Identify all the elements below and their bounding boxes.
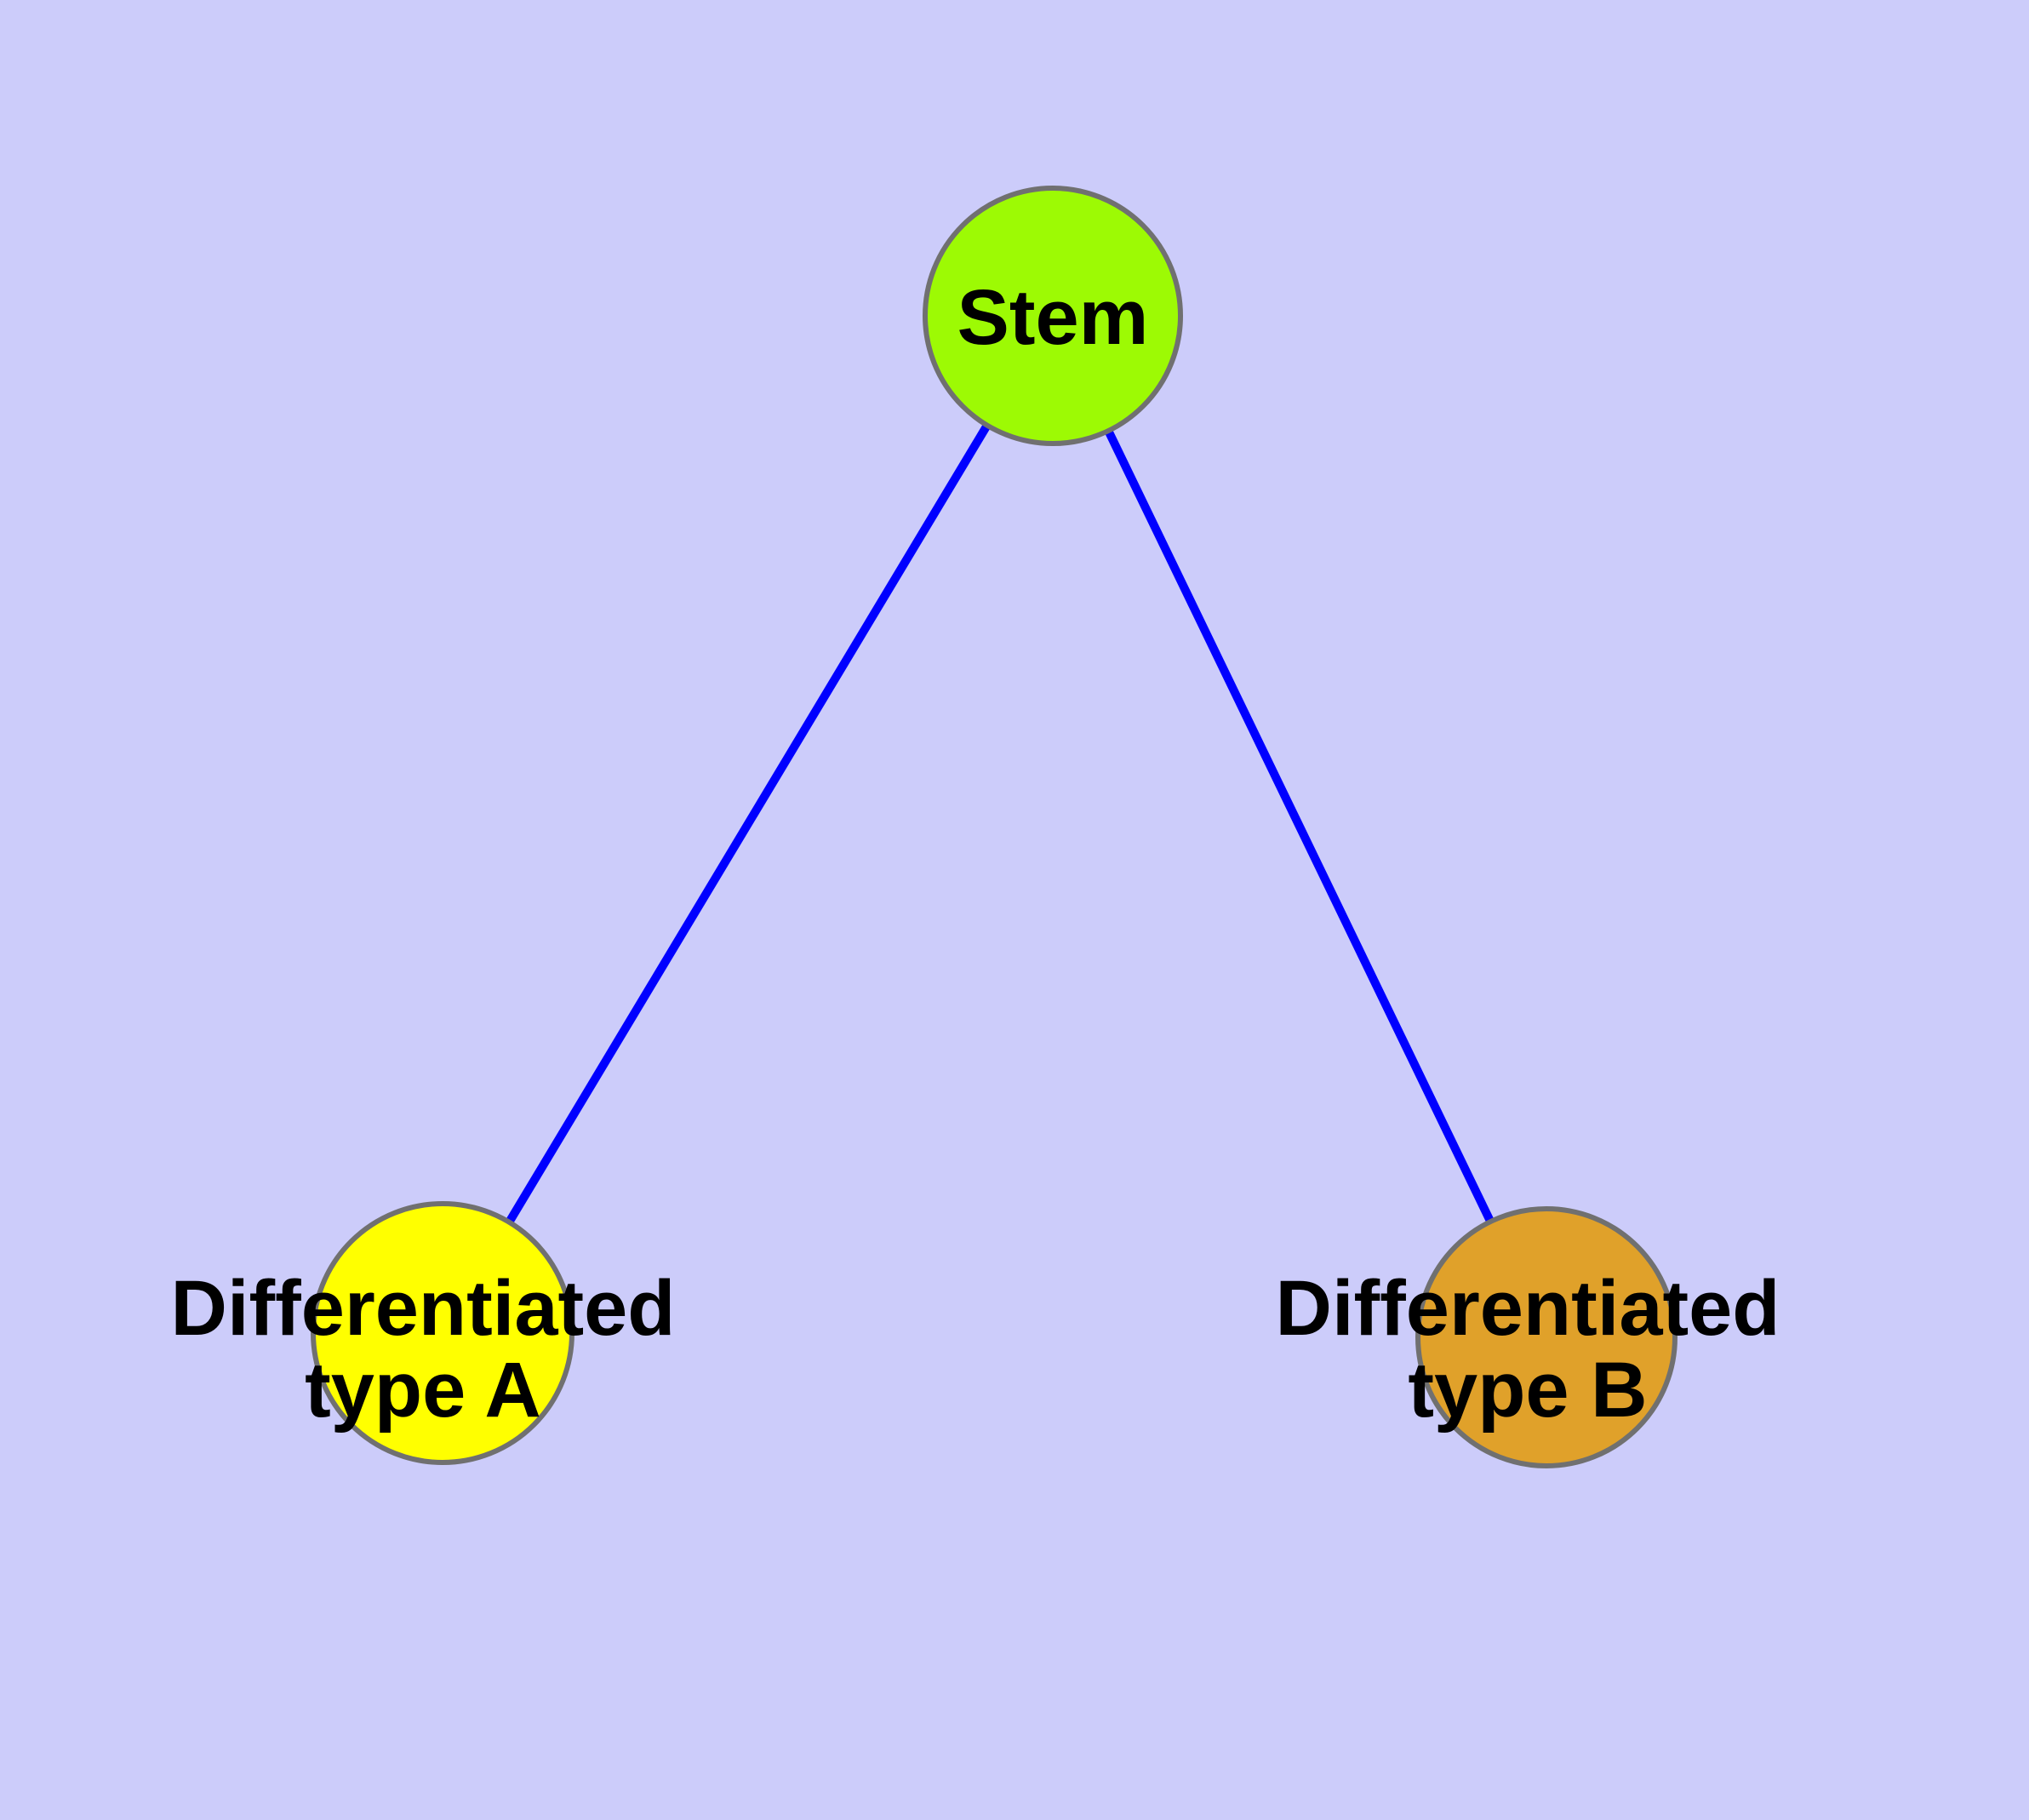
- graph-edge-stem-diff_a: [438, 313, 1057, 1336]
- nodes-layer: [311, 186, 1677, 1468]
- node-label-stem: Stem: [957, 274, 1149, 361]
- graph-node-diff_b[interactable]: [1415, 1206, 1677, 1468]
- graph-node-stem[interactable]: [923, 186, 1183, 446]
- graph-node-diff_a[interactable]: [311, 1201, 574, 1465]
- graph-edge-stem-diff_b: [1049, 313, 1551, 1340]
- node-label-line: type B: [1408, 1347, 1647, 1434]
- node-label-line: type A: [305, 1347, 541, 1434]
- node-label-line: Stem: [957, 274, 1149, 361]
- node-label-line: Differentiated: [171, 1265, 676, 1352]
- edges-layer: [438, 313, 1551, 1340]
- node-label-line: Differentiated: [1276, 1265, 1780, 1352]
